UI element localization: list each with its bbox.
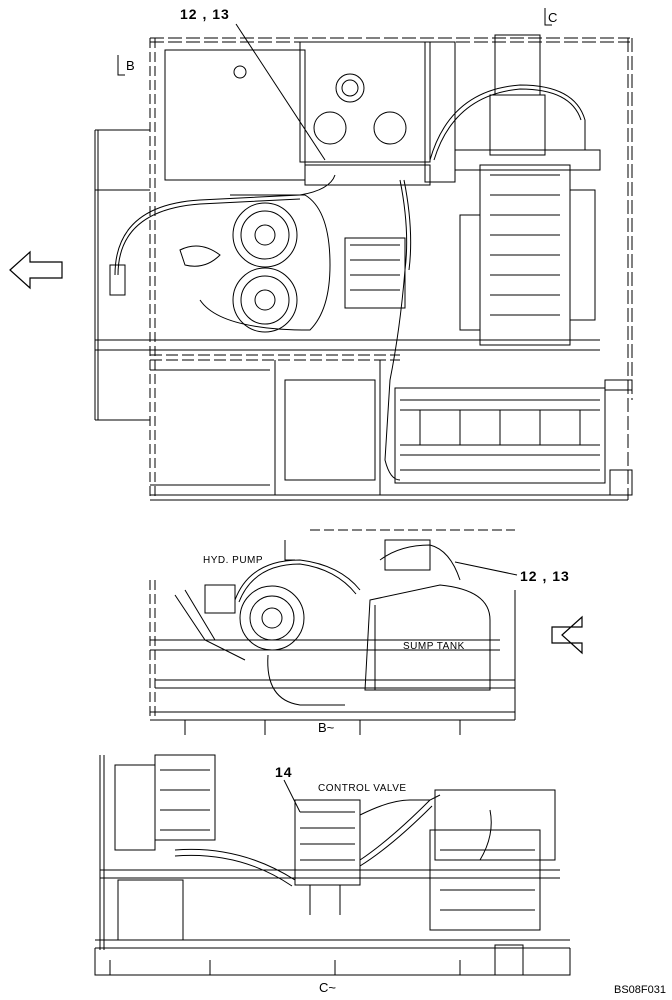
view-marker-c-top: C — [548, 10, 558, 25]
control-valve-label: CONTROL VALVE — [318, 783, 407, 794]
view-marker-b-top: B — [126, 58, 135, 73]
top-view-hoses — [109, 84, 586, 481]
top-view-engine — [454, 34, 601, 346]
arrow-left-shape — [9, 250, 63, 290]
arrow-right-shape — [551, 615, 583, 655]
hyd-pump-label: HYD. PUMP — [203, 555, 264, 566]
drawing-reference: BS08F031 — [614, 984, 666, 996]
top-view-tank-block — [164, 41, 456, 186]
view-c-drawing — [94, 754, 571, 976]
top-view-frame — [94, 37, 633, 501]
top-view-radiator — [394, 387, 606, 484]
top-view-pump-discs — [179, 194, 331, 333]
callout-14: 14 — [275, 764, 293, 780]
callout-12-13-view-b: 12 , 13 — [520, 568, 570, 584]
sump-tank-label: SUMP TANK — [403, 641, 465, 652]
top-view-control-valve — [344, 237, 406, 309]
view-c-title: C~ — [319, 980, 336, 995]
view-b-drawing — [149, 529, 518, 735]
view-b-title: B~ — [318, 720, 335, 735]
callout-12-13-top: 12 , 13 — [180, 6, 230, 22]
